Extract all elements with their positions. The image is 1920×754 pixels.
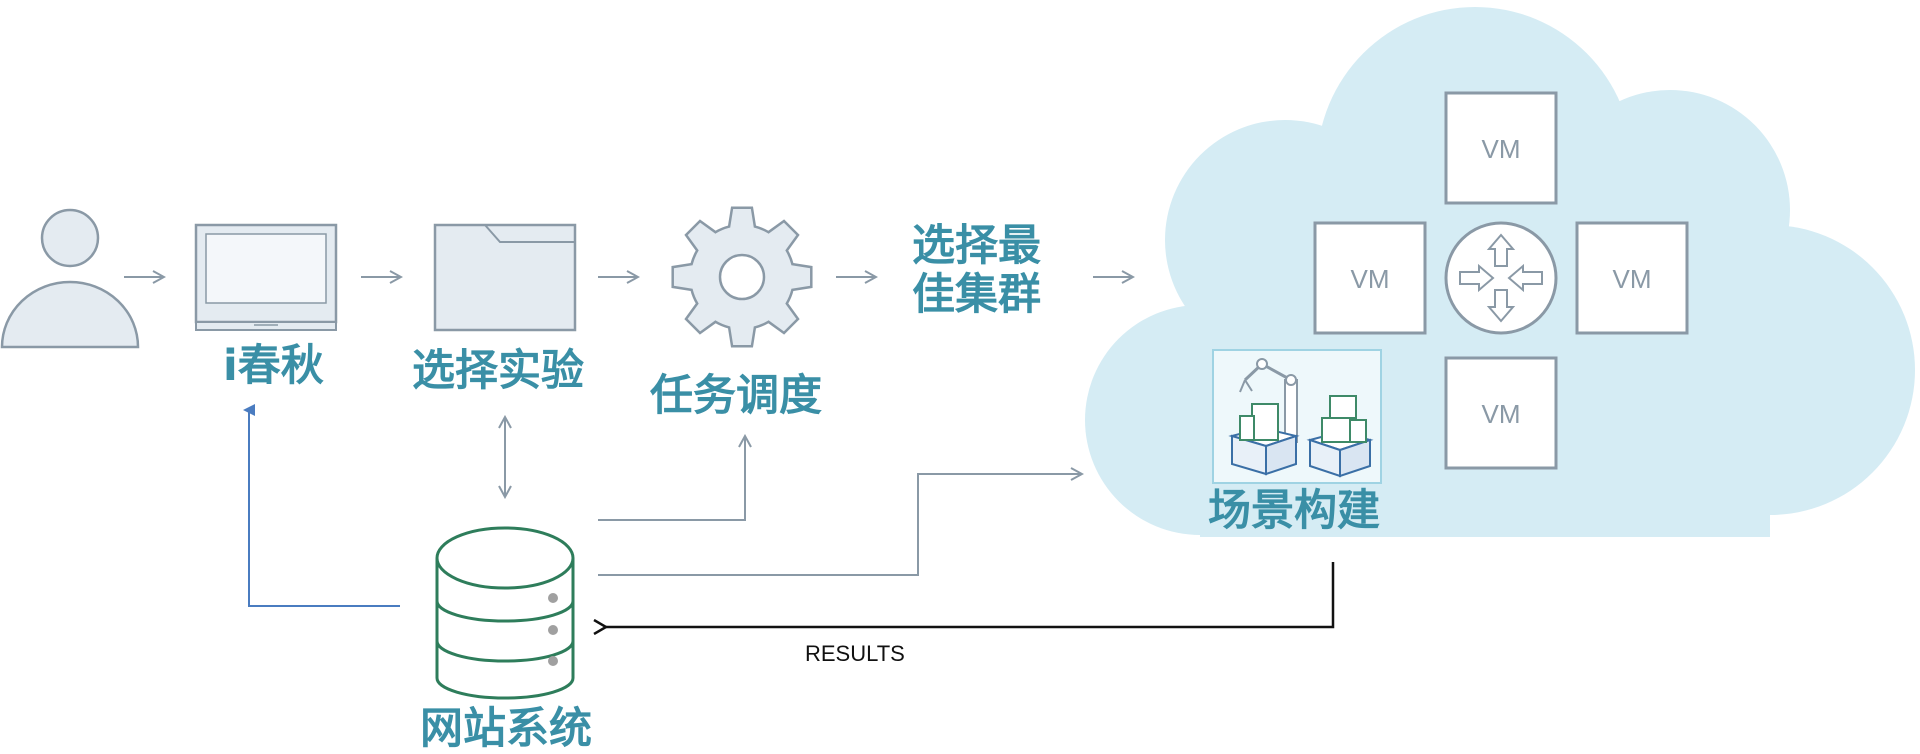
robot-arm-icon [1212, 349, 1382, 484]
label-select-best-cluster-line1: 选择最 [912, 221, 1041, 271]
label-select-best-cluster: 选择最 佳集群 [912, 221, 1052, 321]
user-icon [0, 208, 140, 349]
label-client: i春秋 [223, 341, 324, 391]
folder-icon [433, 223, 577, 332]
vm-bottom: VM [1444, 356, 1558, 470]
label-select-experiment: 选择实验 [412, 346, 584, 396]
svg-text:VM: VM [1482, 134, 1521, 164]
vm-right: VM [1575, 221, 1689, 335]
label-select-best-cluster-line2: 佳集群 [912, 270, 1041, 321]
laptop-icon [194, 223, 338, 331]
gear-icon [671, 206, 813, 348]
arrow-database-to-cloud [598, 474, 1082, 576]
label-website-system: 网站系统 [420, 704, 592, 754]
arrow-results [606, 562, 1335, 627]
router-icon [1444, 221, 1558, 335]
results-label: RESULTS [805, 641, 905, 666]
vm-top: VM [1444, 91, 1558, 205]
label-task-scheduling: 任务调度 [650, 371, 822, 421]
svg-text:VM: VM [1613, 264, 1652, 294]
vm-left: VM [1313, 221, 1427, 335]
arrow-database-to-scheduling [598, 436, 745, 521]
arrow-database-to-client [243, 404, 400, 607]
database-icon [435, 526, 575, 700]
svg-text:VM: VM [1351, 264, 1390, 294]
label-scene-building: 场景构建 [1208, 486, 1380, 536]
svg-text:VM: VM [1482, 399, 1521, 429]
